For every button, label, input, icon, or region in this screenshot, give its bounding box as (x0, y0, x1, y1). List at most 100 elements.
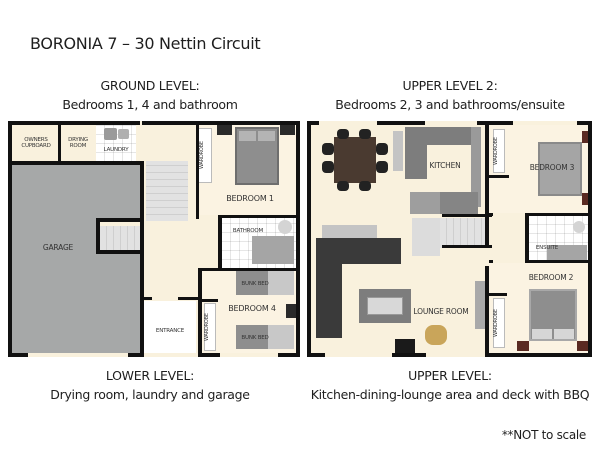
washer-icon (104, 128, 117, 140)
lower-level-subheading: Drying room, laundry and garage (50, 387, 250, 402)
nightstand-icon (582, 193, 592, 205)
drying-room-label: DRYING ROOM (68, 137, 88, 149)
wardrobe-bedroom-3-label: WARDROBE (493, 137, 499, 165)
wardrobe-bedroom-4 (204, 303, 216, 351)
wall (489, 213, 493, 216)
drying-room (61, 125, 95, 161)
wall (485, 266, 489, 357)
wall (58, 121, 61, 163)
page-title: BORONIA 7 – 30 Nettin Circuit (30, 34, 261, 53)
wall (142, 121, 300, 125)
sofa-chaise-icon (316, 238, 342, 338)
pillow-icon (239, 131, 256, 141)
wall (202, 299, 218, 302)
ensuite-label: ENSUITE (535, 245, 559, 251)
ground-level-heading: GROUND LEVEL: (100, 78, 200, 93)
chair-icon (376, 143, 388, 155)
chair-icon (337, 181, 349, 191)
laundry-label: LAUNDRY (103, 147, 129, 153)
wall (489, 260, 493, 263)
toilet-icon (573, 221, 585, 233)
wall (442, 214, 492, 217)
upper-level-2-heading: UPPER LEVEL 2: (402, 78, 498, 93)
wall (307, 121, 311, 357)
wardrobe-bedroom-4-label: WARDROBE (204, 313, 210, 341)
owners-cupboard-label: OWNERS CUPBOARD (21, 137, 51, 149)
wall (96, 250, 142, 254)
kitchen-island-icon (405, 127, 427, 179)
chair-icon (359, 129, 371, 139)
wall (140, 161, 144, 357)
bar-stools-icon (393, 131, 403, 171)
wall (377, 121, 425, 125)
double-bed-icon (538, 142, 582, 196)
ground-level-subheading: Bedrooms 1, 4 and bathroom (62, 97, 238, 112)
wall (144, 297, 152, 300)
kitchen-cabinet-icon (410, 192, 440, 214)
wall (489, 293, 507, 296)
wall (198, 268, 298, 271)
upper-stairs (440, 218, 488, 248)
wall (442, 245, 492, 248)
kitchen-label: KITCHEN (429, 161, 461, 170)
lounge-room-label: LOUNGE ROOM (413, 307, 469, 316)
ground-lower-floor-plan: OWNERS CUPBOARD DRYING ROOM LAUNDRY GARA… (8, 121, 300, 357)
wall (278, 353, 300, 357)
upper-level-subheading: Kitchen-dining-lounge area and deck with… (310, 387, 590, 402)
wall (485, 121, 489, 246)
console-table-icon (322, 225, 377, 239)
wall (577, 121, 592, 125)
wall (8, 161, 142, 165)
kitchen-counter-side-icon (471, 127, 481, 207)
wall (96, 218, 100, 254)
wall (477, 121, 513, 125)
wall (307, 353, 325, 357)
bedroom-4-label: BEDROOM 4 (228, 304, 276, 313)
ground-level-caption: GROUND LEVEL: Bedrooms 1, 4 and bathroom (0, 76, 300, 114)
pillow-icon (554, 329, 574, 339)
wall (8, 121, 140, 125)
wall (8, 353, 28, 357)
upper-level-heading: UPPER LEVEL: (408, 368, 492, 383)
chair-icon (376, 161, 388, 173)
coffee-table-icon (367, 297, 403, 315)
chair-icon (322, 143, 334, 155)
dining-table-icon (334, 137, 376, 183)
armchair-icon (425, 325, 447, 345)
bedroom-2-label: BEDROOM 2 (528, 273, 574, 282)
bathtub-icon (252, 236, 294, 264)
wall (525, 213, 529, 263)
owners-cupboard-room (12, 125, 58, 161)
wall (96, 218, 142, 222)
upper-level-caption: UPPER LEVEL: Kitchen-dining-lounge area … (300, 366, 600, 404)
garage-stairs (100, 226, 140, 250)
nightstand-icon (286, 304, 296, 318)
wall (296, 121, 300, 357)
wall (178, 297, 198, 300)
lower-level-heading: LOWER LEVEL: (105, 368, 195, 383)
wall (489, 175, 509, 178)
scale-note: **NOT to scale (501, 428, 586, 442)
wardrobe-bedroom-1-label: WARDROBE (199, 141, 205, 170)
upper-level-2-caption: UPPER LEVEL 2: Bedrooms 2, 3 and bathroo… (300, 76, 600, 114)
bunk-bed-pillow-icon (268, 271, 294, 295)
shower-icon (547, 245, 587, 260)
pillow-icon (532, 329, 552, 339)
wall (218, 215, 300, 218)
garage-label: GARAGE (42, 243, 74, 252)
chair-icon (322, 161, 334, 173)
central-stairs (146, 161, 188, 221)
nightstand-icon (280, 125, 295, 135)
tv-unit-icon (395, 339, 415, 353)
wardrobe-bedroom-2-label: WARDROBE (493, 309, 499, 337)
wall (525, 213, 592, 216)
garage-room (12, 165, 140, 353)
wall (128, 353, 144, 357)
wall (198, 268, 202, 357)
pillow-icon (258, 131, 275, 141)
stair-landing (412, 218, 440, 256)
nightstand-icon (577, 341, 589, 351)
wardrobe-bedroom-2 (493, 298, 505, 348)
upper-floor-plan: KITCHEN LOUNGE ROOM WARDROBE BEDROOM 3 E… (307, 121, 592, 357)
wall (588, 121, 592, 357)
